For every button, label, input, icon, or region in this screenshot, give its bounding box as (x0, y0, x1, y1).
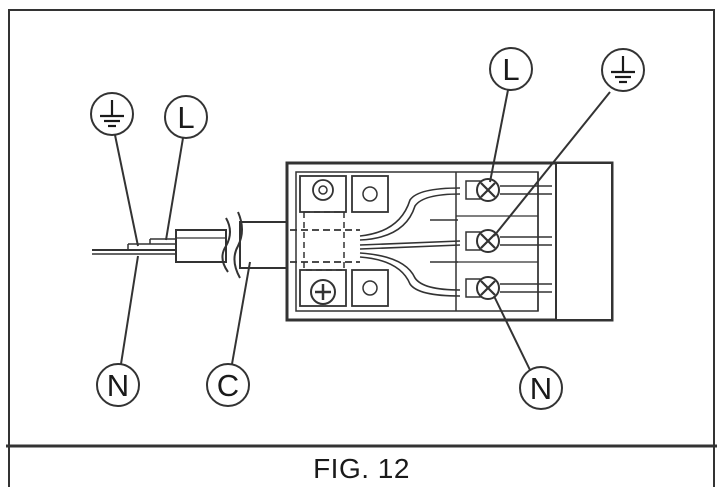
terminal-strips (500, 185, 552, 293)
callout-live-left: L (164, 95, 208, 139)
callout-earth-right (601, 48, 645, 92)
callout-cable: C (206, 363, 250, 407)
callout-earth-left (90, 92, 134, 136)
terminal-screw-earth (465, 229, 500, 253)
label-live-right: L (502, 52, 519, 87)
cable-sheath (175, 211, 291, 279)
label-neutral-right: N (530, 371, 552, 406)
label-cable: C (217, 368, 239, 403)
callout-neutral-left: N (96, 363, 140, 407)
cord-clamp (299, 175, 389, 307)
leader-lines (114, 89, 611, 371)
callout-live-right: L (489, 47, 533, 91)
label-live-left: L (177, 100, 194, 135)
figure-caption: FIG. 12 (313, 452, 410, 484)
clamp-screw (310, 279, 336, 305)
terminal-screw-neutral (465, 276, 500, 300)
callout-neutral-right: N (519, 366, 563, 410)
label-neutral-left: N (107, 368, 129, 403)
internal-wires (359, 187, 461, 297)
terminal-screw-live (465, 178, 500, 202)
cable-through-clamp (290, 229, 360, 263)
